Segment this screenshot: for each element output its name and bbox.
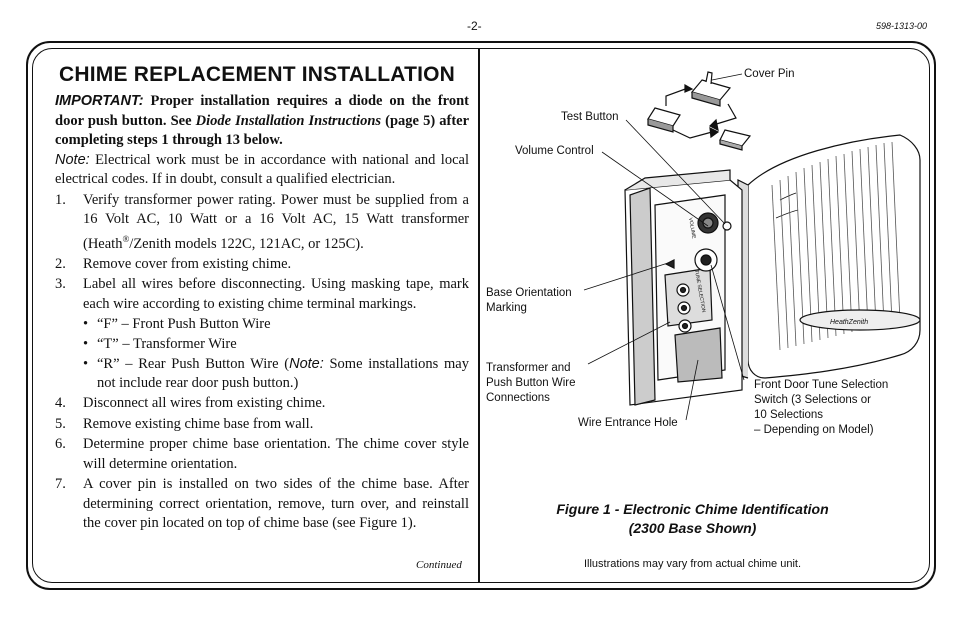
note-label: Note: <box>55 151 90 168</box>
important-text-2: (page 5) after completing steps 1 throug… <box>55 112 470 149</box>
label-line: Connections <box>486 392 550 404</box>
page-number: -2- <box>467 19 482 33</box>
step-item: 2. Remove cover from existing chime. <box>55 255 469 275</box>
wire-label-item: “R” – Rear Push Button Wire (Note: Some … <box>83 355 469 393</box>
step-text: Label all wires before disconnecting. Us… <box>83 276 469 312</box>
step-text: Remove existing chime base from wall. <box>83 415 314 432</box>
chime-illustration: HeathZenith VOLUME TUNE SELECTION <box>583 71 921 421</box>
important-paragraph: IMPORTANT: Proper installation requires … <box>55 92 469 151</box>
step-text: Remove cover from existing chime. <box>83 255 292 272</box>
figure-caption: Figure 1 - Electronic Chime Identificati… <box>520 500 865 538</box>
instructions-column: CHIME REPLACEMENT INSTALLATION IMPORTANT… <box>55 62 469 534</box>
step-item: 3. Label all wires before disconnecting. … <box>55 275 469 393</box>
bullet-text: “F” – Front Push Button Wire <box>97 316 271 333</box>
step-text: /Zenith models 122C, 121AC, or 125C). <box>129 235 364 252</box>
illustration-disclaimer: Illustrations may vary from actual chime… <box>583 558 802 570</box>
caption-line: Figure 1 - Electronic Chime Identificati… <box>556 501 829 517</box>
step-item: 5. Remove existing chime base from wall. <box>55 415 469 435</box>
label-line: Transformer and <box>486 362 571 374</box>
step-number: 3. <box>55 276 66 293</box>
wire-label-item: “T” – Transformer Wire <box>83 335 469 354</box>
column-divider <box>478 49 480 582</box>
chime-base: VOLUME TUNE SELECTION <box>624 169 743 406</box>
label-test-button: Test Button <box>561 111 619 123</box>
cover-pin-inset <box>647 71 752 151</box>
step-item: 6. Determine proper chime base orientatio… <box>55 435 469 474</box>
step-text: Determine proper chime base orientation.… <box>83 436 469 472</box>
leader-lines <box>583 73 745 421</box>
step-number: 4. <box>55 395 66 412</box>
note-label: Note: <box>289 356 324 373</box>
inner-frame <box>32 48 930 583</box>
step-number: 5. <box>55 415 66 432</box>
wire-label-list: “F” – Front Push Button Wire “T” – Trans… <box>83 315 469 393</box>
step-item: 1. Verify transformer power rating. Power… <box>55 191 469 254</box>
label-line: Base Orientation <box>486 287 572 299</box>
document-code: 598-1313-00 <box>875 21 927 31</box>
bullet-text: “T” – Transformer Wire <box>97 336 237 353</box>
chime-cover: HeathZenith <box>737 134 921 379</box>
section-title: CHIME REPLACEMENT INSTALLATION <box>59 63 456 86</box>
label-line: 10 Selections <box>754 409 824 421</box>
step-number: 7. <box>55 476 66 493</box>
label-wire-entrance-hole: Wire Entrance Hole <box>578 417 678 429</box>
outer-frame <box>26 41 936 590</box>
label-line: Push Button Wire <box>486 377 576 389</box>
step-text: Disconnect all wires from existing chime… <box>83 395 326 412</box>
registered-mark: ® <box>122 233 130 244</box>
note-paragraph: Note: Electrical work must be in accorda… <box>55 151 469 190</box>
step-number: 1. <box>55 191 66 208</box>
continued-note: Continued <box>416 559 462 571</box>
step-number: 2. <box>55 255 66 272</box>
important-text-1: Proper installation requires a diode on … <box>55 93 469 129</box>
label-line: Switch (3 Selections or <box>754 394 871 406</box>
diode-instructions-ref: Diode Installation Instructions <box>195 112 382 129</box>
bullet-text: “R” – Rear Push Button Wire ( <box>97 356 290 373</box>
step-item: 7. A cover pin is installed on two sides … <box>55 475 469 534</box>
label-volume-control: Volume Control <box>515 145 594 157</box>
volume-label: VOLUME <box>687 217 697 239</box>
important-label: IMPORTANT: <box>55 93 144 109</box>
step-number: 6. <box>55 436 66 453</box>
label-line: Marking <box>486 302 527 314</box>
step-item: 4. Disconnect all wires from existing chi… <box>55 394 469 414</box>
label-line: – Depending on Model) <box>754 424 874 436</box>
caption-line: (2300 Base Shown) <box>628 520 757 536</box>
step-text: Verify transformer power rating. Power m… <box>83 191 469 252</box>
wire-label-item: “F” – Front Push Button Wire <box>83 315 469 334</box>
note-text: Electrical work must be in accordance wi… <box>55 151 469 188</box>
steps-list: 1. Verify transformer power rating. Power… <box>55 191 469 534</box>
bullet-text: Some installations may not include rear … <box>97 356 469 392</box>
label-line: Front Door Tune Selection <box>754 379 889 391</box>
brand-logo-text: HeathZenith <box>830 319 868 326</box>
label-cover-pin: Cover Pin <box>744 68 795 80</box>
step-text: A cover pin is installed on two sides of… <box>83 476 469 532</box>
